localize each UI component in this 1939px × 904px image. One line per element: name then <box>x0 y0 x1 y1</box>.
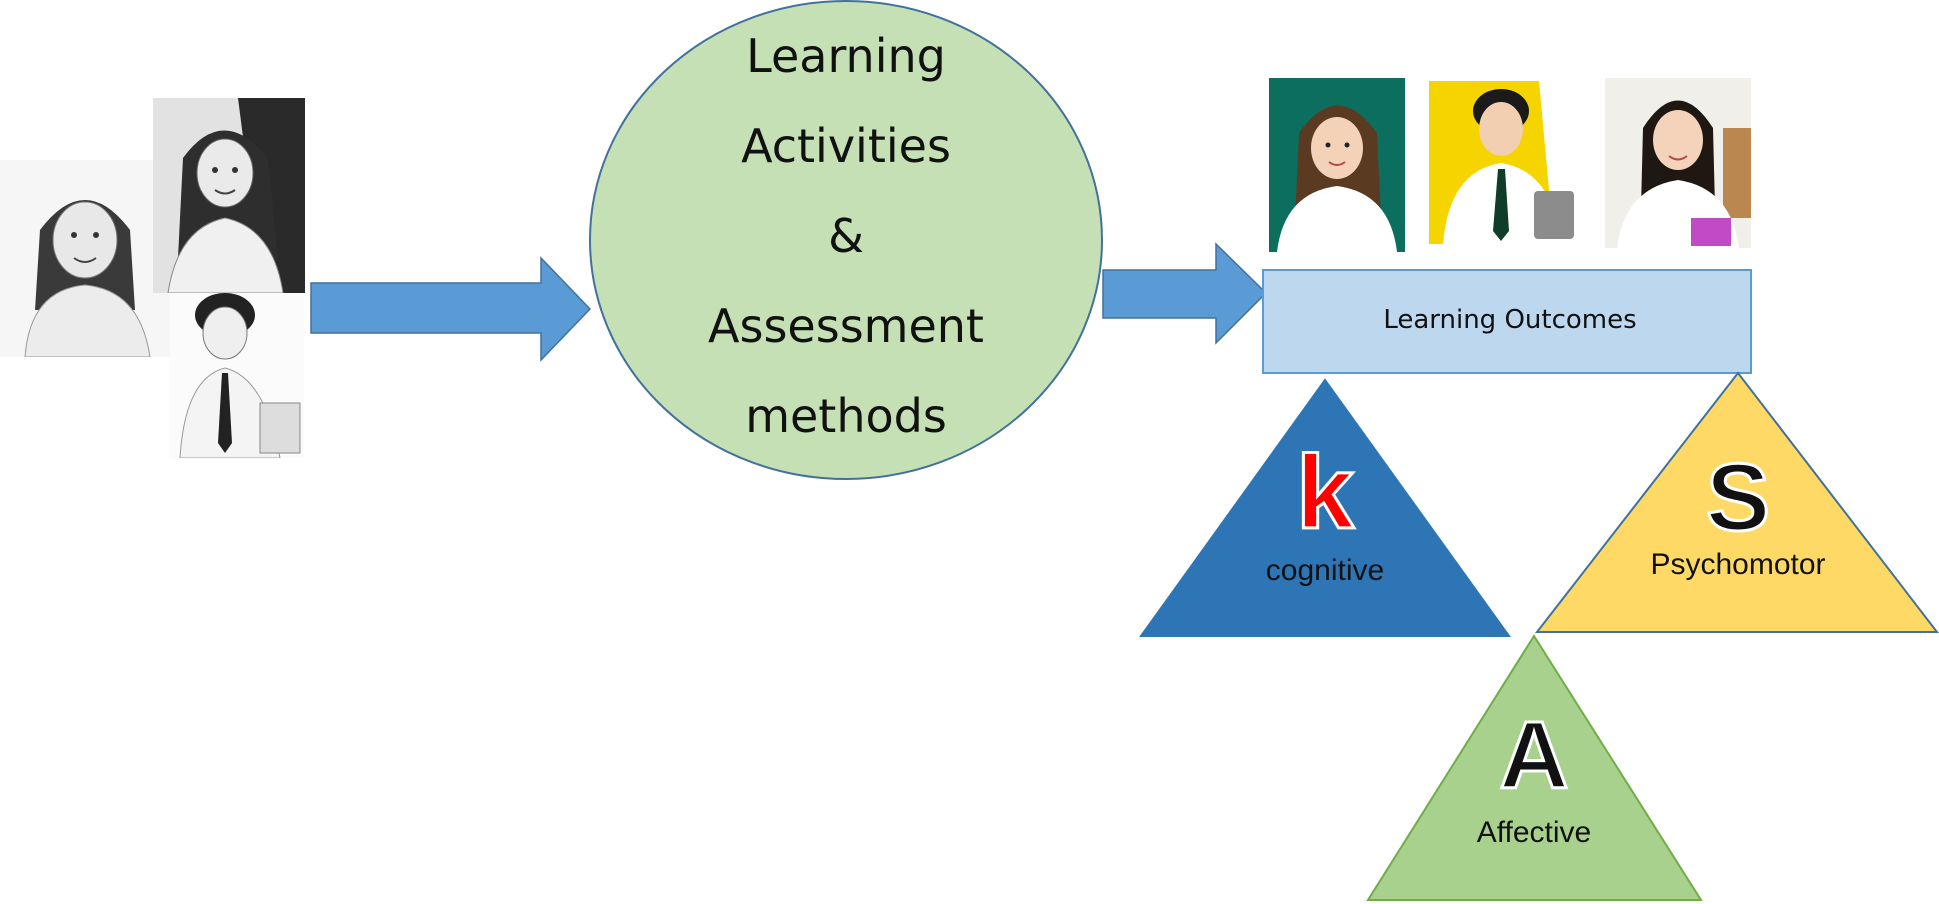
activities-circle <box>589 0 1103 480</box>
psychomotor-triangle <box>1534 371 1939 633</box>
sketch-photo-girl-1 <box>0 160 170 357</box>
cognitive-triangle <box>1139 378 1511 637</box>
affective-letter: A <box>1499 702 1568 809</box>
cognitive-label: cognitive <box>1266 554 1384 587</box>
circle-line-1: Learning <box>746 29 946 83</box>
cognitive-letter: k <box>1296 435 1354 551</box>
affective-triangle <box>1366 634 1703 901</box>
arrow-to-outcomes <box>1102 242 1268 345</box>
sketch-photo-boy <box>170 293 304 458</box>
learning-outcomes-label: Learning Outcomes <box>1383 305 1636 335</box>
arrow-to-activities <box>310 256 592 362</box>
student-photo-boy-yellow <box>1429 81 1581 244</box>
circle-line-3: & <box>828 209 864 263</box>
psychomotor-letter: S <box>1706 444 1770 551</box>
affective-label: Affective <box>1477 816 1592 849</box>
circle-line-2: Activities <box>741 119 951 173</box>
student-photo-girl-white <box>1605 78 1751 248</box>
psychomotor-label: Psychomotor <box>1650 548 1825 581</box>
sketch-photo-girl-2 <box>153 98 305 293</box>
circle-line-5: methods <box>745 389 947 443</box>
learning-outcomes-box <box>1262 269 1752 374</box>
circle-line-4: Assessment <box>708 299 984 353</box>
student-photo-girl-green <box>1269 78 1405 252</box>
